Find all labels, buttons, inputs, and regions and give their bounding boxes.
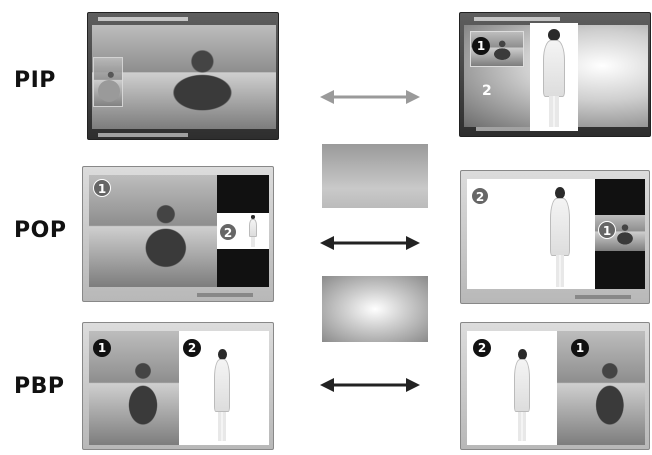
pip-left-monitor — [87, 12, 279, 140]
pop-swap-arrow — [320, 236, 420, 250]
pbp-right-badge-1: 1 — [571, 339, 589, 357]
pop-right-side-bottom — [595, 251, 645, 289]
pop-left-side-middle — [217, 213, 269, 249]
gradient-swatch-bottom — [322, 276, 428, 342]
pip-right-badge-1: 1 — [472, 37, 490, 55]
pop-right-badge-1: 1 — [598, 221, 616, 239]
pop-left-main-screen — [89, 175, 217, 287]
pbp-right-woman — [507, 349, 537, 441]
pip-left-status-bar — [98, 133, 188, 137]
pip-right-number-2: 2 — [482, 83, 492, 99]
pip-right-monitor: 1 2 — [459, 12, 651, 137]
pbp-left-badge-2: 2 — [183, 339, 201, 357]
pip-right-woman-panel — [530, 23, 578, 131]
pbp-right-monitor: 2 1 — [460, 322, 650, 450]
pop-left-badge-1: 1 — [93, 179, 111, 197]
pbp-left-badge-1: 1 — [93, 339, 111, 357]
pop-right-status-bar — [575, 295, 631, 299]
row-label-pbp: PBP — [14, 374, 65, 399]
pop-left-side-bottom — [217, 249, 269, 287]
pop-right-woman — [543, 187, 577, 287]
pip-swap-arrow — [320, 90, 420, 104]
row-label-pip: PIP — [14, 68, 56, 93]
pip-right-woman — [534, 29, 574, 127]
pip-left-inset-circle — [98, 80, 120, 102]
pop-right-side-top — [595, 179, 645, 215]
pip-right-inset — [470, 31, 524, 67]
row-label-pop: POP — [14, 218, 67, 243]
pop-left-side-top — [217, 175, 269, 213]
pbp-swap-arrow — [320, 378, 420, 392]
pip-right-status-bar — [476, 127, 554, 131]
gradient-swatch-top — [322, 144, 428, 208]
pbp-left-monitor: 1 2 — [82, 322, 274, 450]
pbp-left-woman — [207, 349, 237, 441]
pop-right-monitor: 2 1 — [460, 170, 650, 304]
pop-left-monitor: 1 2 — [82, 166, 274, 302]
pop-left-side-woman — [245, 215, 261, 247]
pop-left-badge-2: 2 — [219, 223, 237, 241]
pbp-right-badge-2: 2 — [473, 339, 491, 357]
pip-left-top-bar — [98, 17, 188, 21]
pop-right-badge-2: 2 — [471, 187, 489, 205]
pop-left-status-bar — [197, 293, 253, 297]
pip-right-top-bar — [474, 17, 560, 21]
